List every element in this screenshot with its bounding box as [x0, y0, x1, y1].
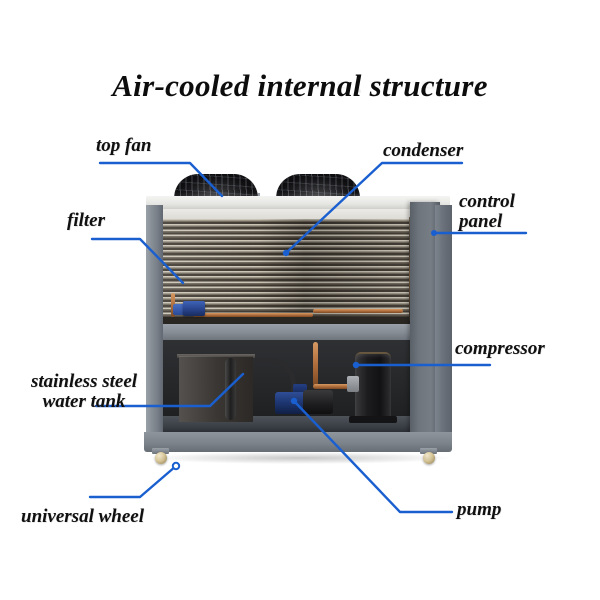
copper-crossover [313, 384, 369, 389]
top-fan-right [276, 174, 360, 198]
compressor-terminal-box [347, 376, 359, 392]
label-condenser: condenser [383, 140, 464, 161]
tank-hose [225, 358, 236, 420]
pump-motor [303, 390, 333, 414]
label-control-panel-line1: control [459, 191, 515, 212]
compressor [355, 354, 391, 420]
copper-riser [313, 342, 318, 386]
label-pump: pump [457, 499, 502, 520]
page-title: Air-cooled internal structure [112, 68, 488, 103]
label-universal-wheel: universal wheel [21, 506, 144, 527]
label-compressor: compressor [455, 338, 545, 359]
leader-universal-wheel [88, 464, 178, 499]
stainless-steel-water-tank [179, 356, 253, 422]
machine-ground-shadow [150, 452, 450, 464]
compressor-mount [349, 416, 397, 423]
base-frame-rail [144, 432, 452, 452]
copper-pipe-lower [193, 313, 313, 317]
universal-wheel-left [152, 448, 169, 464]
filter-fitting [173, 304, 185, 315]
caster-bracket [152, 448, 169, 454]
machinery-bay [163, 340, 435, 432]
condenser-bay [163, 209, 435, 326]
top-cover-panel [146, 196, 450, 209]
label-filter: filter [67, 210, 105, 231]
top-fan-left [174, 174, 258, 198]
pump-inlet [293, 384, 307, 394]
filter-drier [183, 301, 205, 316]
mid-frame-rail [146, 324, 450, 340]
copper-pipe-lower-right [313, 309, 403, 313]
label-water-tank-line1: stainless steel [30, 371, 138, 392]
label-control-panel-line2: panel [459, 210, 503, 232]
label-water-tank-line2: water tank [42, 390, 126, 412]
air-cooled-chiller-illustration [144, 174, 452, 464]
label-top-fan: top fan [96, 135, 152, 156]
caster-wheel [155, 452, 167, 464]
frame-post-right [435, 205, 452, 441]
pump-suction-hose [255, 358, 296, 403]
